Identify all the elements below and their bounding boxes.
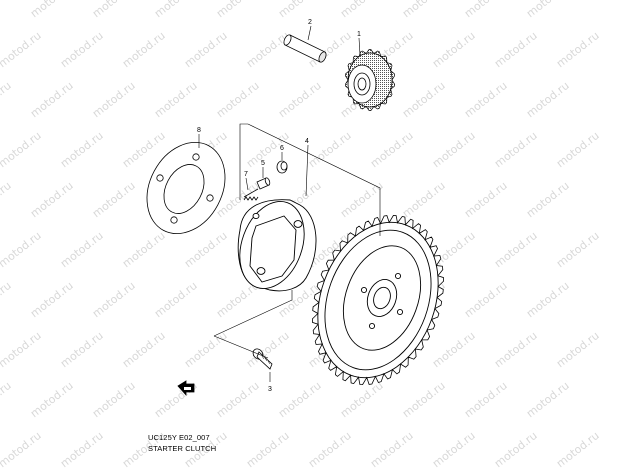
front-direction-arrow-icon: [177, 380, 195, 397]
part-6-cap: [276, 160, 288, 174]
callout-3: 3: [268, 386, 272, 393]
leader-line-4: [305, 144, 309, 197]
part-2-shaft: [283, 34, 327, 63]
diagram-code: UC125Y E02_007: [148, 433, 210, 442]
callout-1: 1: [357, 31, 361, 38]
assembly-bracket-lines: [213, 123, 381, 359]
starter-driven-gear: [311, 214, 445, 386]
callout-2: 2: [308, 19, 312, 26]
part-4-clutch-body: [237, 199, 317, 292]
diagram-title: STARTER CLUTCH: [148, 444, 217, 453]
leader-line-1: [358, 37, 361, 56]
part-8-plate: [146, 141, 226, 235]
leader-line-7: [245, 177, 249, 191]
leader-line-2: [307, 25, 312, 41]
part-5-roller: [256, 177, 271, 190]
part-3-bolt: [252, 348, 273, 370]
part-1-small-gear: [345, 49, 395, 111]
callout-5: 5: [261, 160, 265, 167]
part-7-spring: [243, 188, 259, 201]
callout-6: 6: [280, 145, 284, 152]
callout-4: 4: [305, 138, 309, 145]
callout-7: 7: [244, 171, 248, 178]
callout-8: 8: [197, 127, 201, 134]
